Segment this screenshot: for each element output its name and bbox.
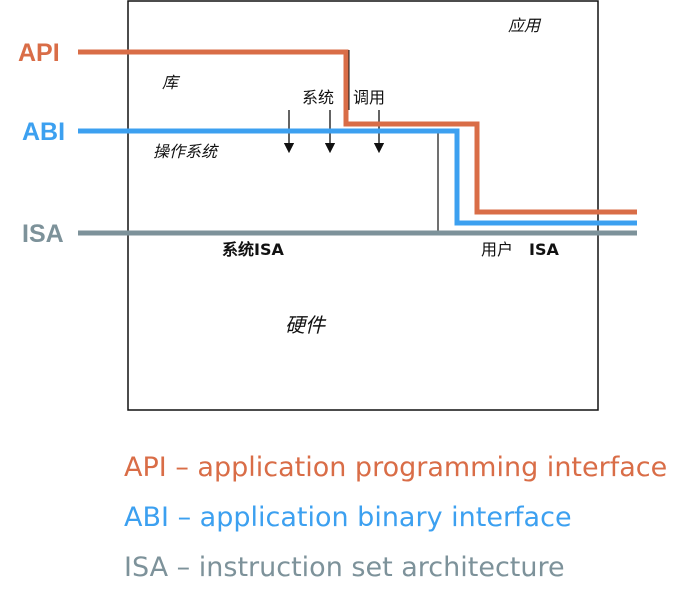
- legend-item-isa: ISA – instruction set architecture: [124, 552, 565, 583]
- legend-api-desc: application programming interface: [197, 452, 667, 483]
- library-label: 库: [162, 73, 181, 92]
- legend-item-api: API – application programming interface: [124, 452, 667, 483]
- legend: API – application programming interface …: [124, 452, 667, 583]
- system-isa-label: 系统ISA: [222, 240, 284, 259]
- hardware-label: 硬件: [285, 313, 327, 337]
- legend-isa-desc: instruction set architecture: [199, 552, 565, 583]
- legend-abi-abbr: ABI: [124, 502, 169, 533]
- system-box: [127, 0, 599, 411]
- legend-abi-dash: –: [178, 502, 200, 533]
- syscall-label-2: 调用: [353, 88, 385, 107]
- legend-api-abbr: API: [124, 452, 167, 483]
- user-isa-label-prefix: 用户: [481, 240, 513, 259]
- legend-isa-dash: –: [177, 552, 199, 583]
- legend-item-abi: ABI – application binary interface: [124, 502, 572, 533]
- user-isa-label-suffix: ISA: [529, 240, 559, 259]
- api-tag: API: [18, 39, 60, 67]
- legend-api-dash: –: [175, 452, 197, 483]
- syscall-label-1: 系统: [302, 88, 334, 107]
- abi-line: [78, 128, 637, 226]
- api-line: [78, 49, 637, 215]
- isa-tag: ISA: [22, 220, 64, 248]
- os-label: 操作系统: [153, 142, 219, 161]
- legend-isa-abbr: ISA: [124, 552, 169, 583]
- legend-abi-desc: application binary interface: [200, 502, 572, 533]
- app-label: 应用: [508, 16, 542, 35]
- abi-tag: ABI: [22, 118, 65, 146]
